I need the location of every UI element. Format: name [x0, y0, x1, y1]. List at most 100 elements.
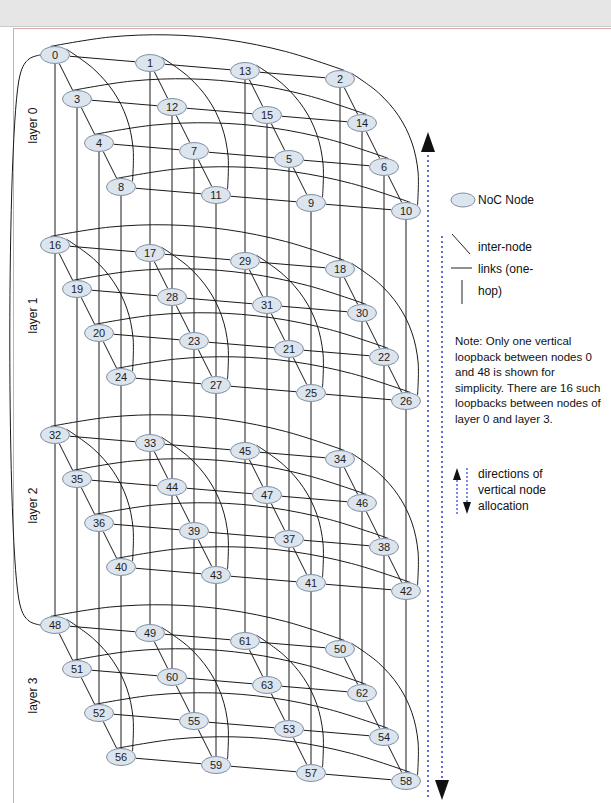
noc-node: 29	[230, 252, 260, 270]
node-ellipse	[107, 179, 136, 196]
inter-node-link	[55, 64, 56, 236]
node-number: 63	[252, 676, 282, 694]
inter-node-link	[289, 168, 290, 340]
inter-node-link	[260, 642, 325, 647]
inter-node-link	[176, 686, 189, 713]
node-ellipse	[63, 471, 92, 488]
noc-node: 6	[369, 158, 399, 176]
node-number: 40	[106, 558, 136, 576]
node-number: 42	[391, 582, 421, 600]
inter-node-link	[340, 88, 341, 260]
node-ellipse	[297, 385, 326, 402]
inter-node-link	[362, 132, 363, 304]
node-number: 53	[274, 720, 304, 738]
inter-node-link	[165, 444, 230, 449]
inter-node-link	[95, 313, 389, 349]
node-ellipse	[253, 297, 282, 314]
inter-node-link	[282, 306, 347, 311]
inter-node-link	[187, 488, 252, 493]
node-ellipse	[63, 661, 92, 678]
node-ellipse	[392, 393, 421, 410]
node-number: 21	[274, 340, 304, 358]
node-ellipse	[370, 349, 399, 366]
inter-node-link	[388, 366, 401, 393]
node-ellipse	[107, 369, 136, 386]
noc-node: 53	[274, 720, 304, 738]
inter-node-link	[103, 532, 116, 559]
inter-node-link	[388, 746, 401, 773]
inter-node-link	[198, 160, 211, 187]
inter-node-link	[154, 72, 167, 99]
node-ellipse	[231, 63, 260, 80]
allocation-down-head	[435, 780, 449, 800]
node-number: 14	[347, 114, 377, 132]
inter-node-link	[99, 532, 100, 704]
noc-node: 1	[135, 54, 165, 72]
layer-label: layer 1	[26, 297, 41, 333]
legend-text: directions of vertical node allocation	[478, 467, 546, 513]
node-number: 35	[62, 470, 92, 488]
node-ellipse	[107, 749, 136, 766]
noc-node: 25	[296, 384, 326, 402]
inter-node-link	[311, 402, 312, 574]
inter-node-link	[81, 678, 94, 705]
inter-node-link	[366, 132, 379, 159]
inter-node-link	[271, 314, 284, 341]
node-number: 33	[135, 434, 165, 452]
node-number: 44	[157, 478, 187, 496]
noc-node: 47	[252, 486, 282, 504]
noc-node: 41	[296, 574, 326, 592]
noc-node: 19	[62, 280, 92, 298]
inter-node-link	[136, 758, 201, 763]
noc-node: 28	[157, 288, 187, 306]
node-ellipse	[63, 281, 92, 298]
inter-node-link	[194, 350, 195, 522]
noc-node: 44	[157, 478, 187, 496]
node-ellipse	[41, 237, 70, 254]
noc-node: 23	[179, 332, 209, 350]
node-number: 18	[325, 260, 355, 278]
inter-node-link	[344, 658, 357, 685]
noc-node: 50	[325, 640, 355, 658]
note-text: Note: Only one vertical loopback between…	[455, 334, 603, 427]
inter-node-link	[304, 160, 369, 165]
node-ellipse	[392, 583, 421, 600]
node-ellipse	[348, 305, 377, 322]
inter-node-link	[136, 188, 201, 193]
inter-node-link	[92, 480, 157, 485]
inter-node-link	[362, 322, 363, 494]
node-number: 27	[201, 376, 231, 394]
inter-node-link	[406, 600, 407, 772]
noc-node: 34	[325, 450, 355, 468]
noc-node: 39	[179, 522, 209, 540]
node-ellipse	[202, 757, 231, 774]
inter-node-link	[388, 176, 401, 203]
node-ellipse	[392, 773, 421, 790]
inter-node-link	[59, 444, 72, 471]
node-number: 25	[296, 384, 326, 402]
inter-node-link	[384, 366, 385, 538]
inter-node-link	[150, 452, 151, 624]
noc-node: 3	[62, 90, 92, 108]
noc-node: 56	[106, 748, 136, 766]
node-ellipse	[231, 633, 260, 650]
inter-node-link	[136, 568, 201, 573]
inter-node-link	[150, 72, 151, 244]
noc-node: 58	[391, 772, 421, 790]
inter-node-link	[51, 225, 345, 261]
node-number: 54	[369, 728, 399, 746]
inter-node-link	[176, 306, 189, 333]
inter-node-link	[304, 540, 369, 545]
inter-node-link	[77, 108, 78, 280]
noc-node: 12	[157, 98, 187, 116]
noc-node: 33	[135, 434, 165, 452]
inter-node-link	[267, 504, 268, 676]
noc-node: 18	[325, 260, 355, 278]
inter-node-link	[70, 436, 135, 441]
node-number: 4	[84, 134, 114, 152]
node-ellipse	[136, 625, 165, 642]
node-ellipse	[85, 135, 114, 152]
inter-node-link	[326, 394, 391, 399]
inter-node-link	[81, 298, 94, 325]
inter-node-link	[92, 290, 157, 295]
